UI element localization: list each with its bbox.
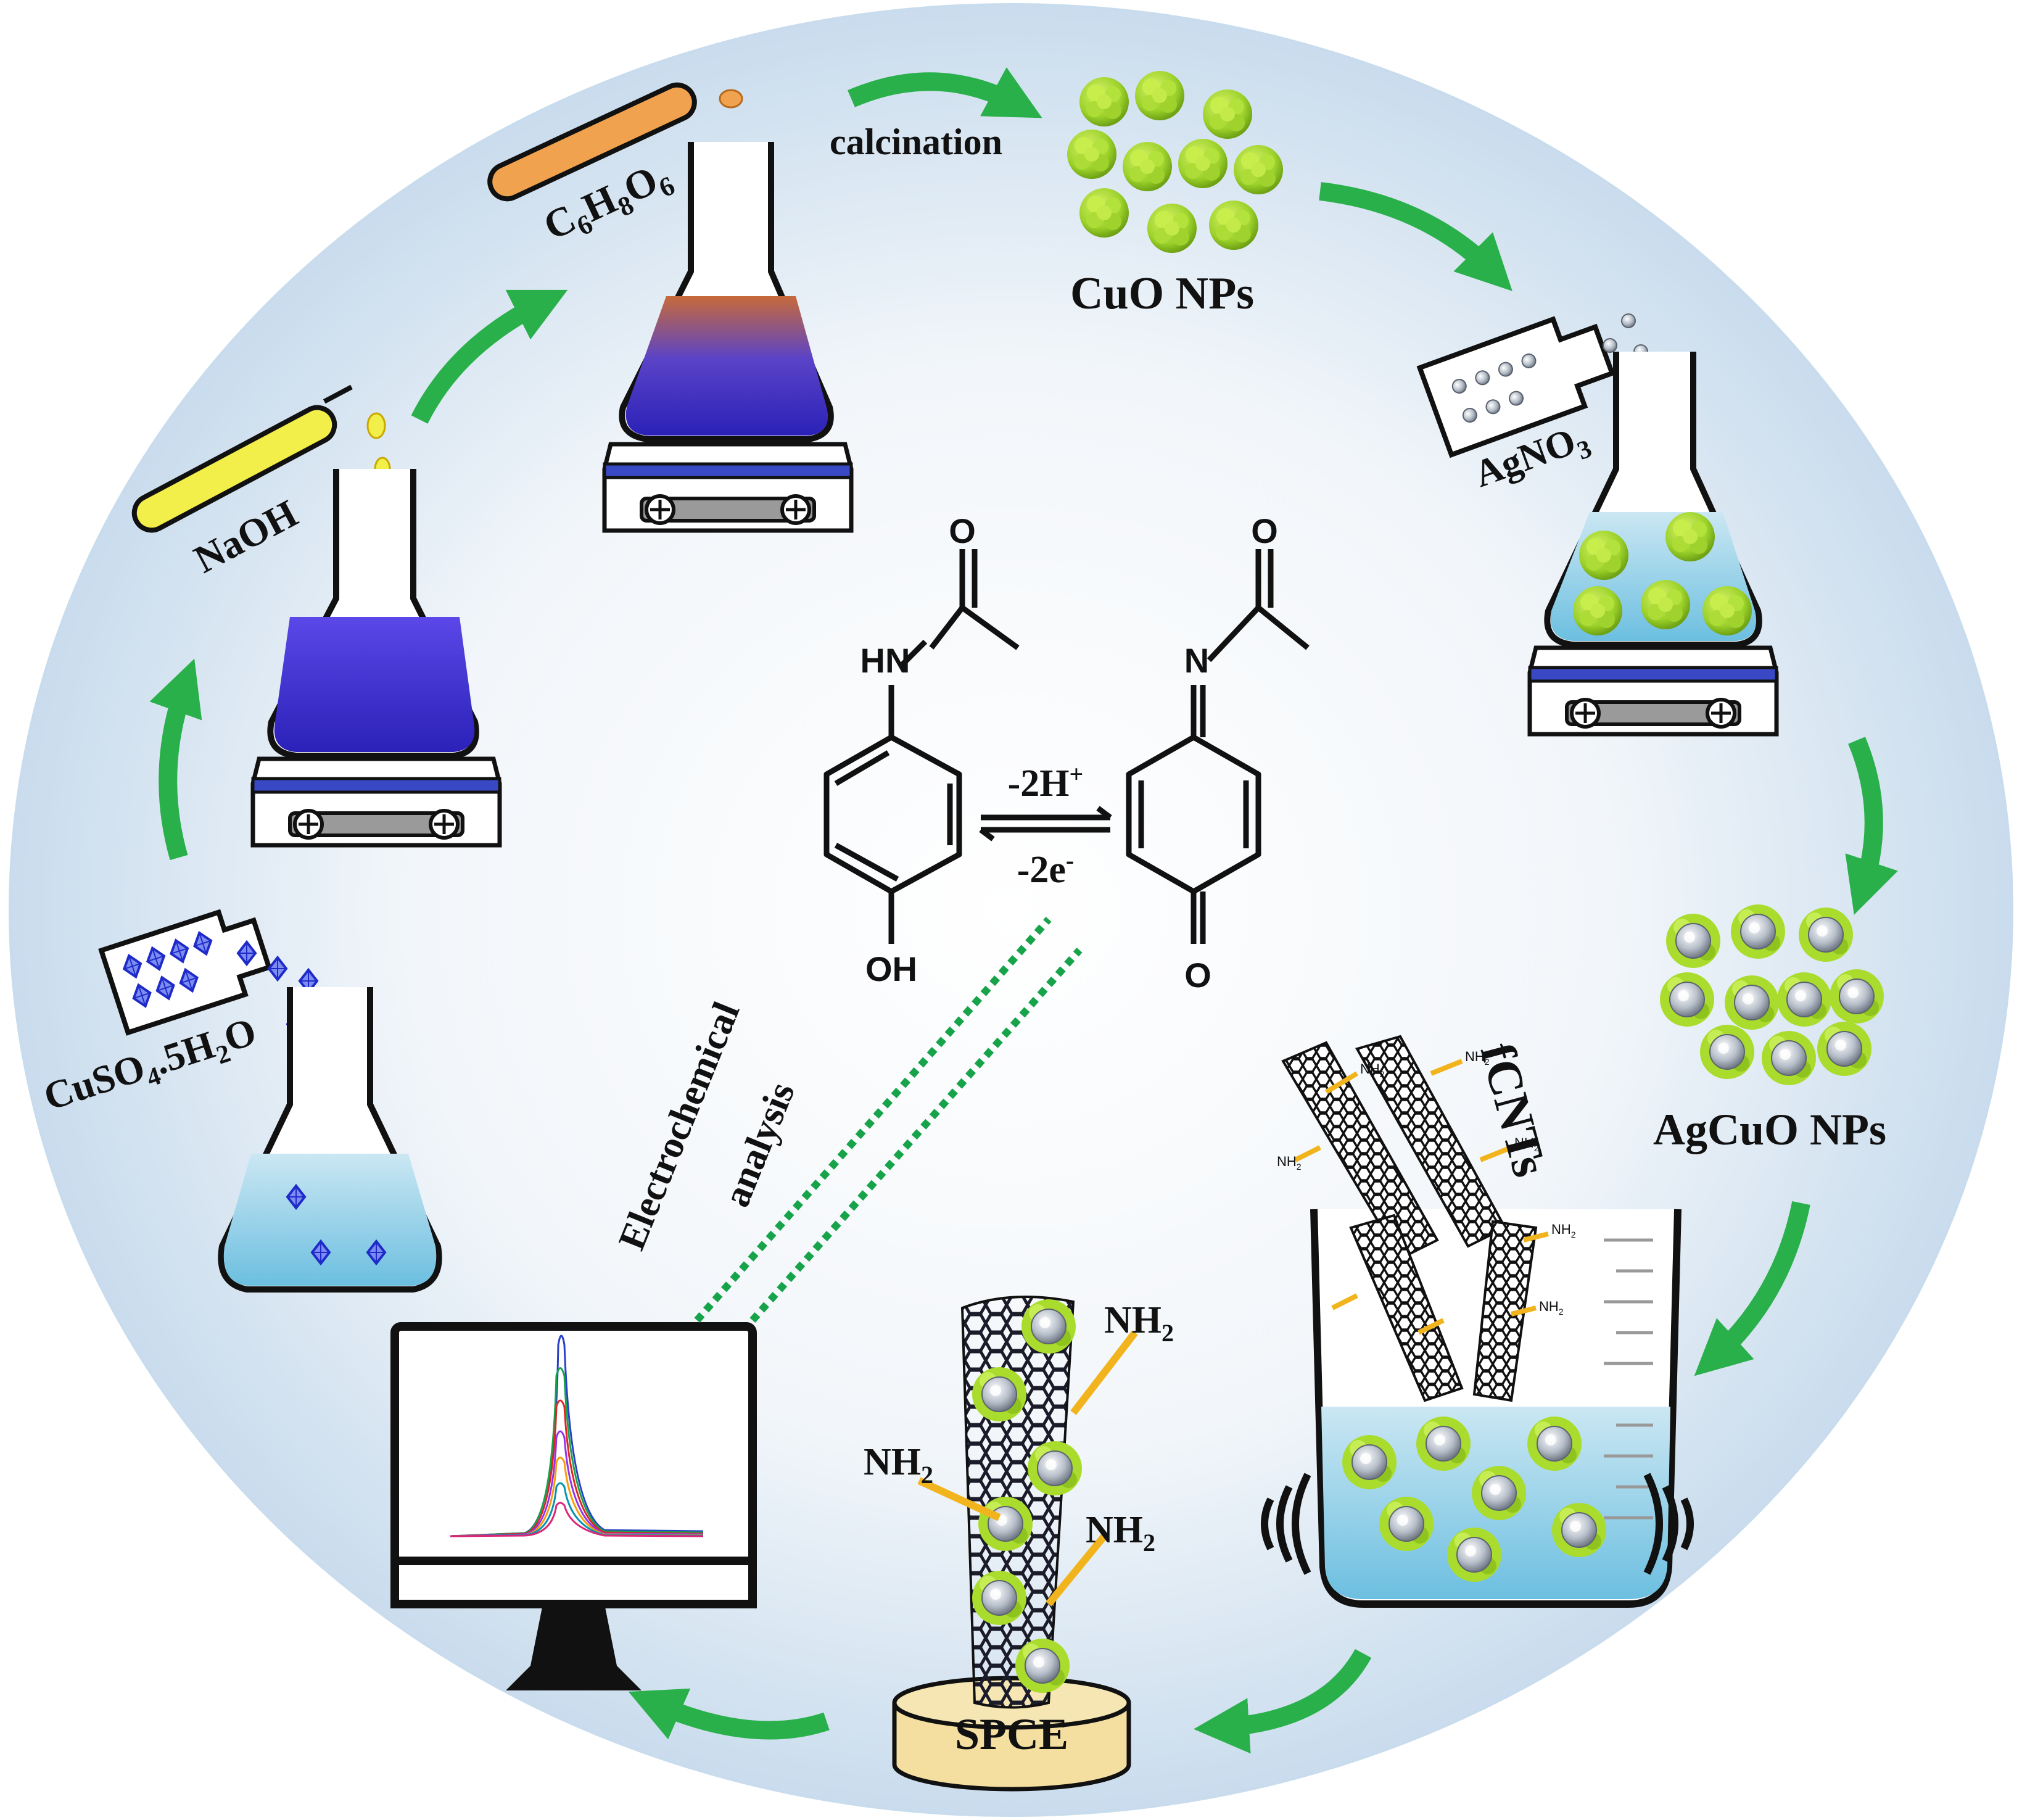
- amine-label-3: NH2: [1086, 1509, 1155, 1557]
- reaction-electron-label: -2e-: [1017, 846, 1075, 891]
- process-arrow-3: [848, 67, 1042, 118]
- erlenmeyer-flask-icon: [619, 142, 834, 442]
- test-tube-icon: [487, 82, 697, 202]
- calcination-label: calcination: [830, 122, 1002, 162]
- reaction-scheme: [823, 549, 1310, 944]
- step-spce-electrode: SPCE NH2 NH2 NH2: [864, 1296, 1174, 1792]
- voltammogram-plot: [450, 1334, 704, 1537]
- carbon-nanotube-icon: NH2 NH2 NH2 NH2 NH2 NH2: [1277, 1035, 1576, 1402]
- svg-text:OH: OH: [865, 949, 917, 988]
- reagent-bottle-icon: [1416, 316, 1616, 458]
- step-fcnt-beaker: NH2 NH2 NH2 NH2 NH2 NH2 fCNTs: [1261, 1035, 1694, 1608]
- process-arrow-5: [1845, 737, 1898, 915]
- step-agno3-flask: AgNO3: [1416, 313, 1776, 734]
- svg-text:O: O: [1251, 511, 1278, 550]
- carbon-nanotube-icon: [917, 1296, 1138, 1709]
- monitor-icon: [390, 1322, 757, 1690]
- connector-dashed-lines: [694, 917, 1083, 1323]
- svg-text:O: O: [1184, 956, 1211, 995]
- magnetic-stirrer-icon: [253, 759, 500, 845]
- svg-text:N: N: [1184, 641, 1209, 680]
- spce-label: SPCE: [955, 1710, 1068, 1759]
- process-arrow-8: [628, 1688, 830, 1740]
- ultrasound-icon: [1643, 1473, 1694, 1575]
- erlenmeyer-flask-icon: [1544, 352, 1762, 648]
- process-arrow-7: [1194, 1648, 1372, 1754]
- process-arrow-2: [411, 289, 568, 424]
- process-arrow-6: [1694, 1201, 1810, 1376]
- amine-label-2: NH2: [864, 1441, 933, 1489]
- process-arrow-4: [1319, 182, 1512, 291]
- erlenmeyer-flask-icon: [218, 987, 442, 1293]
- process-arrow-1: [149, 658, 202, 861]
- erlenmeyer-flask-icon: [267, 469, 479, 759]
- magnetic-stirrer-icon: [605, 444, 851, 531]
- spce-base: [892, 1676, 1131, 1792]
- reaction-atoms: O HN OH O N O: [860, 511, 1278, 995]
- ultrasound-icon: [1261, 1473, 1311, 1575]
- svg-text:O: O: [949, 511, 976, 550]
- agcuo-nps-label: AgCuO NPs: [1653, 1105, 1886, 1154]
- cuo-nps-label: CuO NPs: [1070, 268, 1254, 319]
- svg-text:HN: HN: [860, 641, 910, 680]
- magnetic-stirrer-icon: [1530, 648, 1776, 734]
- amine-label-1: NH2: [1104, 1299, 1174, 1347]
- test-tube-icon: [131, 384, 353, 533]
- step-ascorbic-flask: C6H8O6: [487, 82, 851, 531]
- reaction-proton-label: -2H+: [1008, 760, 1084, 805]
